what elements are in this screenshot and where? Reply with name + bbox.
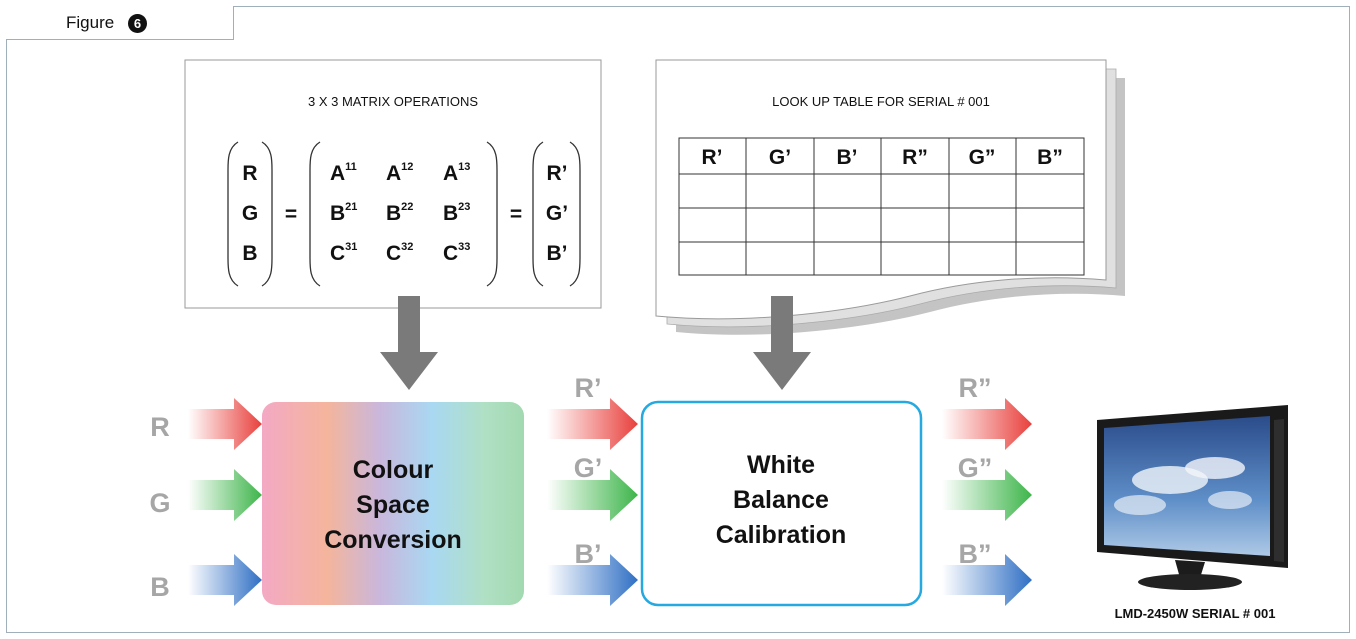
- lut-header-g2: G”: [969, 146, 996, 169]
- coef-a13: A13: [443, 161, 470, 185]
- figure-tab: Figure 6: [6, 6, 234, 40]
- coef-a11: A11: [330, 161, 357, 185]
- matrix-panel-title: 3 X 3 MATRIX OPERATIONS: [308, 94, 478, 109]
- mid-arrows: [547, 398, 638, 606]
- lut-table: [678, 137, 1085, 276]
- matrix-input-b: B: [242, 242, 257, 265]
- wbc-line-2: Balance: [733, 486, 829, 514]
- coef-a12: A12: [386, 161, 413, 185]
- csc-line-1: Colour: [353, 456, 434, 484]
- matrix-panel-box: [184, 59, 602, 309]
- input-arrow-r: [188, 398, 262, 450]
- coef-c33: C33: [443, 241, 470, 265]
- matrix-coefficients: A11 A12 A13 B21 B22 B23 C31 C32 C33: [330, 161, 470, 265]
- matrix-input-g: G: [242, 202, 258, 225]
- down-arrow-matrix: [380, 296, 438, 390]
- mid-arrow-g: [547, 469, 638, 521]
- matrix-equals-1: =: [285, 203, 297, 226]
- matrix-output-b: B’: [547, 242, 568, 265]
- lut-header-b1: B’: [837, 146, 858, 169]
- matrix-equals-2: =: [510, 203, 522, 226]
- mid-arrow-r: [547, 398, 638, 450]
- lut-header-r2: R”: [902, 146, 928, 169]
- input-label-b: B: [150, 572, 170, 602]
- lut-header-b2: B”: [1037, 146, 1063, 169]
- white-balance-calibration-box: [640, 400, 923, 607]
- lut-header-r1: R’: [702, 146, 723, 169]
- figure-frame: [6, 6, 1350, 633]
- output-label-g: G”: [958, 453, 993, 483]
- matrix-output-r: R’: [547, 162, 568, 185]
- input-arrows: [188, 398, 262, 606]
- colour-space-conversion-box: [262, 402, 524, 605]
- monitor-image: [1097, 405, 1288, 590]
- down-arrow-lut: [753, 296, 811, 390]
- figure-number-badge: 6: [128, 14, 147, 33]
- mid-label-r: R’: [575, 373, 602, 403]
- wbc-line-3: Calibration: [716, 521, 847, 549]
- figure-label: Figure: [66, 13, 115, 32]
- output-arrow-r: [942, 398, 1032, 450]
- input-label-g: G: [149, 488, 170, 518]
- matrix-brackets: [227, 141, 581, 287]
- coef-b23: B23: [443, 201, 470, 225]
- lut-header-g1: G’: [769, 146, 791, 169]
- coef-c31: C31: [330, 241, 357, 265]
- output-label-r: R”: [959, 373, 992, 403]
- matrix-input-r: R: [242, 162, 257, 185]
- output-arrows: [942, 398, 1032, 606]
- matrix-output-g: G’: [546, 202, 568, 225]
- output-label-b: B”: [959, 539, 992, 569]
- csc-line-3: Conversion: [324, 526, 462, 554]
- output-arrow-g: [942, 469, 1032, 521]
- mid-label-b: B’: [575, 539, 602, 569]
- coef-c32: C32: [386, 241, 413, 265]
- input-arrow-g: [188, 469, 262, 521]
- input-arrow-b: [188, 554, 262, 606]
- csc-line-2: Space: [356, 491, 430, 519]
- input-label-r: R: [150, 412, 170, 442]
- mid-label-g: G’: [574, 453, 603, 483]
- lut-panel-title: LOOK UP TABLE FOR SERIAL # 001: [772, 94, 990, 109]
- output-arrow-b: [942, 554, 1032, 606]
- monitor-caption: LMD-2450W SERIAL # 001: [1115, 606, 1276, 621]
- coef-b21: B21: [330, 201, 357, 225]
- coef-b22: B22: [386, 201, 413, 225]
- mid-arrow-b: [547, 554, 638, 606]
- wbc-line-1: White: [747, 451, 815, 479]
